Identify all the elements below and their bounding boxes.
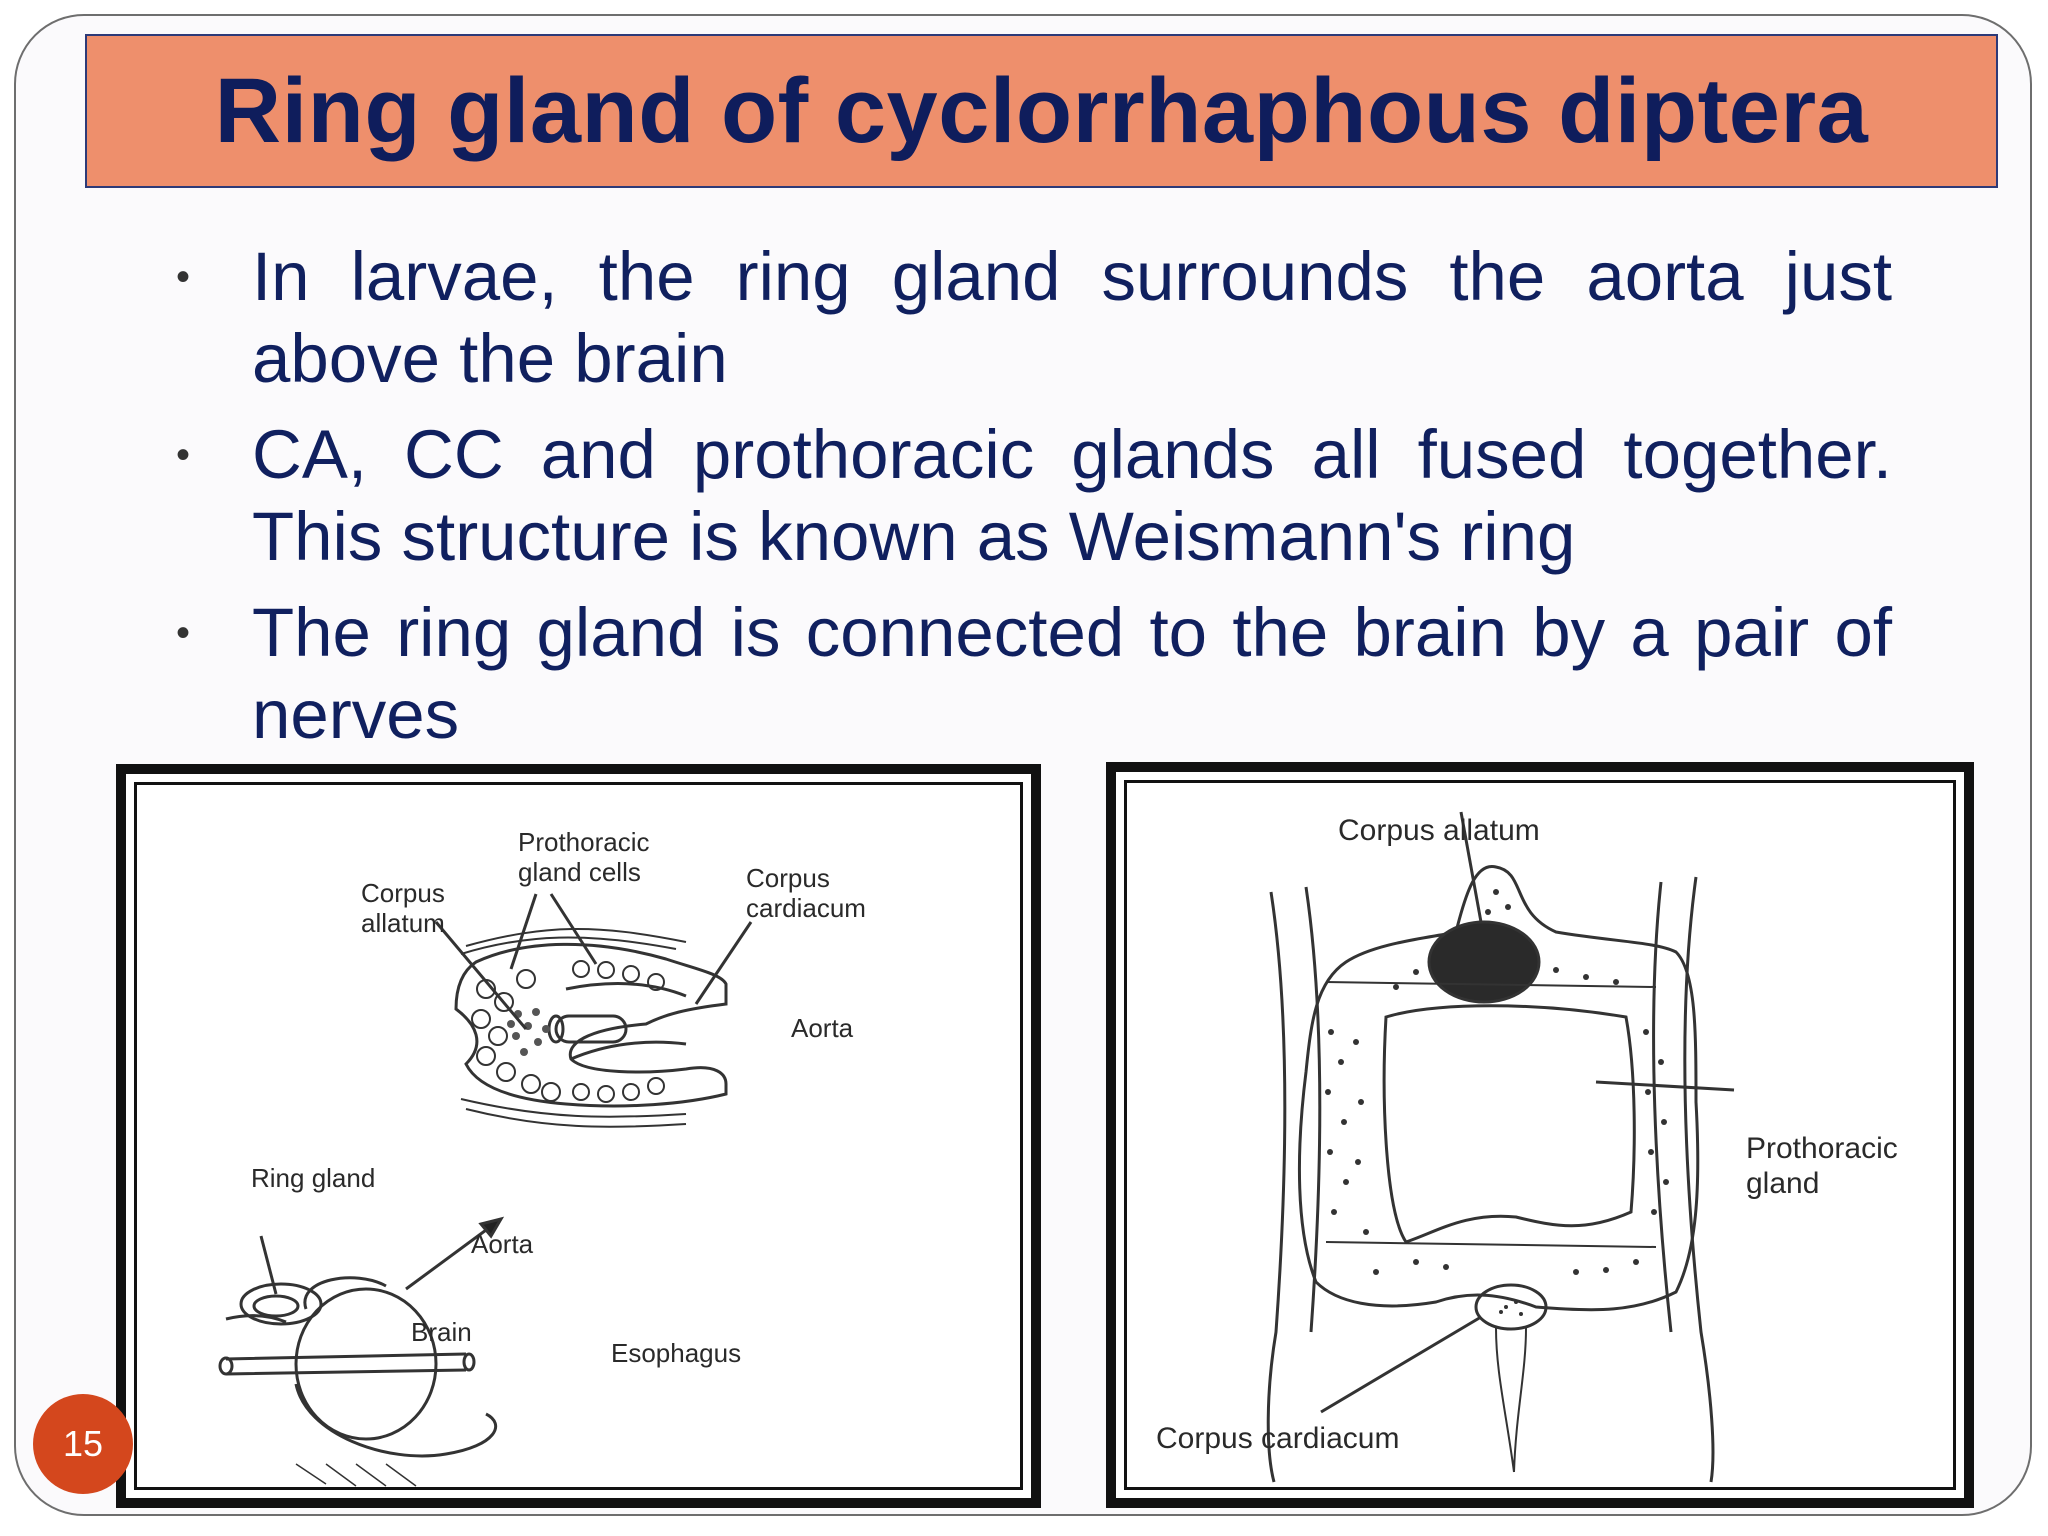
slide-title: Ring gland of cyclorrhaphous diptera [214, 59, 1869, 162]
label-corpus-cardiacum: Corpus cardiacum [746, 863, 866, 923]
leader-corpus-allatum [1459, 811, 1483, 923]
corpus-allatum-body [1427, 920, 1541, 1004]
ring-gland-larva-diagram [218, 893, 753, 1487]
bullet-text: The ring gland is connected to the brain… [252, 594, 1892, 753]
arrow-head [478, 1216, 505, 1239]
bullet-dot-icon: • [176, 611, 191, 655]
ring-inner-hole [1382, 1004, 1636, 1244]
figure-left-inner-border [134, 782, 1023, 1490]
leader-prothoracic-2 [549, 893, 598, 965]
bullet-dot-icon: • [176, 255, 191, 299]
ring-gland-fibers-top [460, 927, 687, 955]
label-aorta-top: Aorta [791, 1013, 854, 1043]
left-tube [1266, 886, 1322, 1483]
body-tissue [294, 1383, 498, 1458]
bullet-dot-icon: • [176, 433, 191, 477]
corpus-cardiacum-body [1474, 1283, 1548, 1331]
page-number-badge: 15 [33, 1394, 133, 1494]
ring-gland-inner [565, 982, 687, 1061]
weismann-ring-diagram [1266, 811, 1735, 1483]
ring-gland-outline [454, 942, 728, 1108]
label-prothoracic-gland-cells: Prothoracic gland cells [518, 827, 650, 887]
ring-outer [1297, 865, 1700, 1312]
label-corpus-allatum-right: Corpus allatum [1338, 814, 1540, 847]
esophagus-tube [225, 1352, 467, 1376]
label-ring-gland: Ring gland [251, 1163, 376, 1193]
leader-corpus-allatum [434, 921, 528, 1030]
bullet-item: • In larvae, the ring gland surrounds th… [170, 236, 1892, 400]
ring-gland-pointer [259, 1235, 278, 1295]
leader-corpus-cardiacum [694, 921, 753, 1005]
right-tube [1652, 876, 1715, 1483]
label-prothoracic-gland: Prothoracic gland [1746, 1132, 1898, 1200]
label-esophagus: Esophagus [611, 1338, 742, 1368]
label-brain: Brain [411, 1317, 472, 1347]
bullet-item: • CA, CC and prothoracic glands all fuse… [170, 414, 1892, 578]
figure-right-inner-border [1124, 780, 1956, 1490]
aorta-cylinder [554, 1014, 628, 1044]
leader-corpus-cardiacum [1320, 1315, 1482, 1414]
figure-right: Corpus allatum Prothoracic gland Corpus … [1106, 762, 1974, 1508]
title-bar: Ring gland of cyclorrhaphous diptera [85, 34, 1998, 188]
leader-prothoracic-gland [1595, 1080, 1735, 1092]
bullet-item: • The ring gland is connected to the bra… [170, 592, 1892, 756]
dot-texture [1325, 889, 1669, 1316]
brain-shape [294, 1287, 438, 1441]
ring-gland-fibers-bottom [460, 1098, 687, 1128]
ring-gland-small [239, 1282, 323, 1326]
leader-prothoracic-1 [509, 893, 538, 970]
bullet-text: CA, CC and prothoracic glands all fused … [252, 416, 1892, 575]
brain-lobe [303, 1276, 387, 1310]
label-aorta-bottom: Aorta [471, 1229, 534, 1259]
label-corpus-allatum: Corpus allatum [361, 878, 445, 938]
label-corpus-cardiacum-right: Corpus cardiacum [1156, 1422, 1400, 1455]
bullet-list: • In larvae, the ring gland surrounds th… [170, 236, 1892, 770]
figure-left: Prothoracic gland cells Corpus allatum C… [116, 764, 1041, 1508]
bullet-text: In larvae, the ring gland surrounds the … [252, 238, 1892, 397]
